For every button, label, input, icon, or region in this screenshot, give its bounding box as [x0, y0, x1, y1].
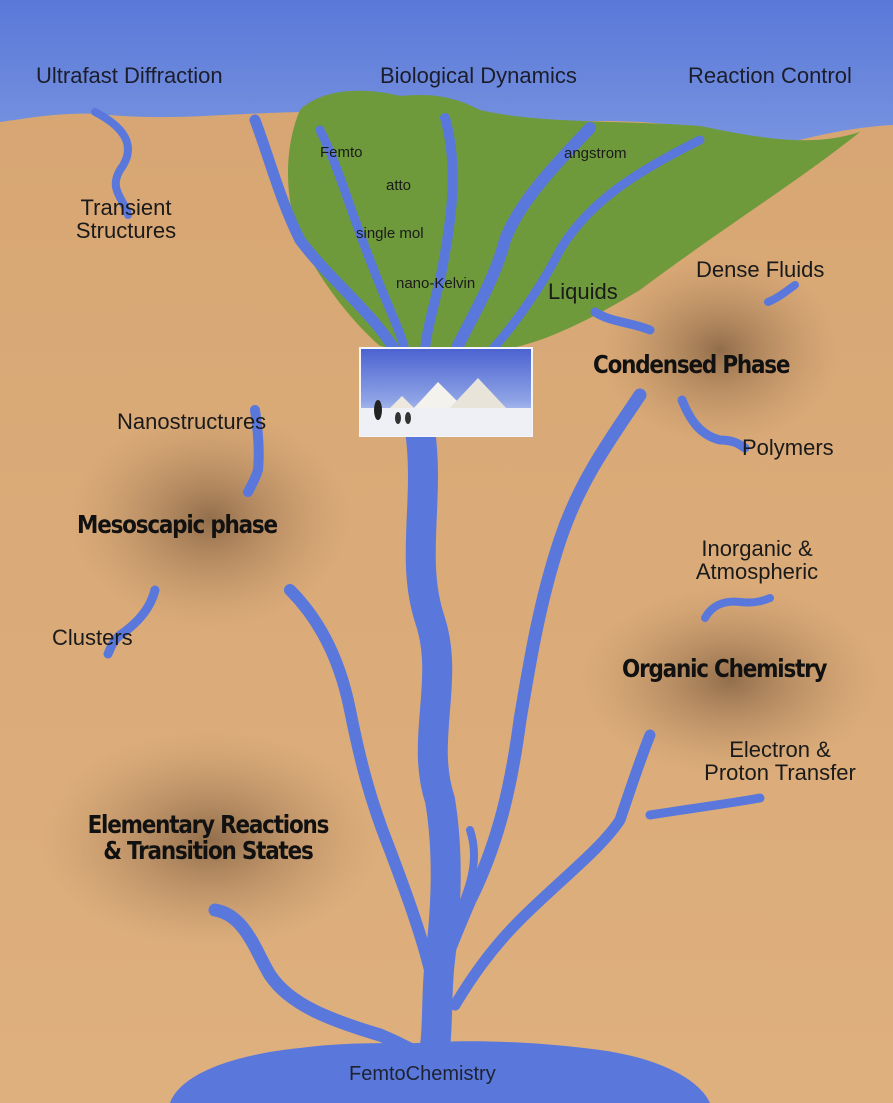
label-nano-kelvin: nano-Kelvin: [396, 276, 475, 292]
label-femtochemistry: FemtoChemistry: [349, 1064, 496, 1085]
label-polymers: Polymers: [742, 436, 834, 459]
label-condensed-phase: Condensed Phase: [593, 352, 789, 378]
label-liquids: Liquids: [548, 280, 618, 303]
label-nanostructures: Nanostructures: [117, 410, 266, 433]
label-transient-structures: Transient Structures: [56, 196, 196, 242]
label-angstrom: angstrom: [564, 146, 627, 162]
label-elementary-reactions: Elementary Reactions & Transition States: [66, 812, 350, 865]
label-electron-proton-transfer: Electron & Proton Transfer: [680, 738, 880, 784]
label-clusters: Clusters: [52, 626, 133, 649]
label-ultrafast-diffraction: Ultrafast Diffraction: [36, 64, 223, 87]
pyramids-inset-photo: [360, 348, 532, 436]
label-dense-fluids: Dense Fluids: [696, 258, 824, 281]
label-inorganic-atmospheric: Inorganic & Atmospheric: [672, 537, 842, 583]
label-single-mol: single mol: [356, 226, 424, 242]
label-femto: Femto: [320, 145, 363, 161]
label-mesoscapic-phase: Mesoscapic phase: [77, 512, 277, 538]
label-organic-chemistry: Organic Chemistry: [622, 656, 826, 682]
label-atto: atto: [386, 178, 411, 194]
label-reaction-control: Reaction Control: [688, 64, 852, 87]
label-biological-dynamics: Biological Dynamics: [380, 64, 577, 87]
